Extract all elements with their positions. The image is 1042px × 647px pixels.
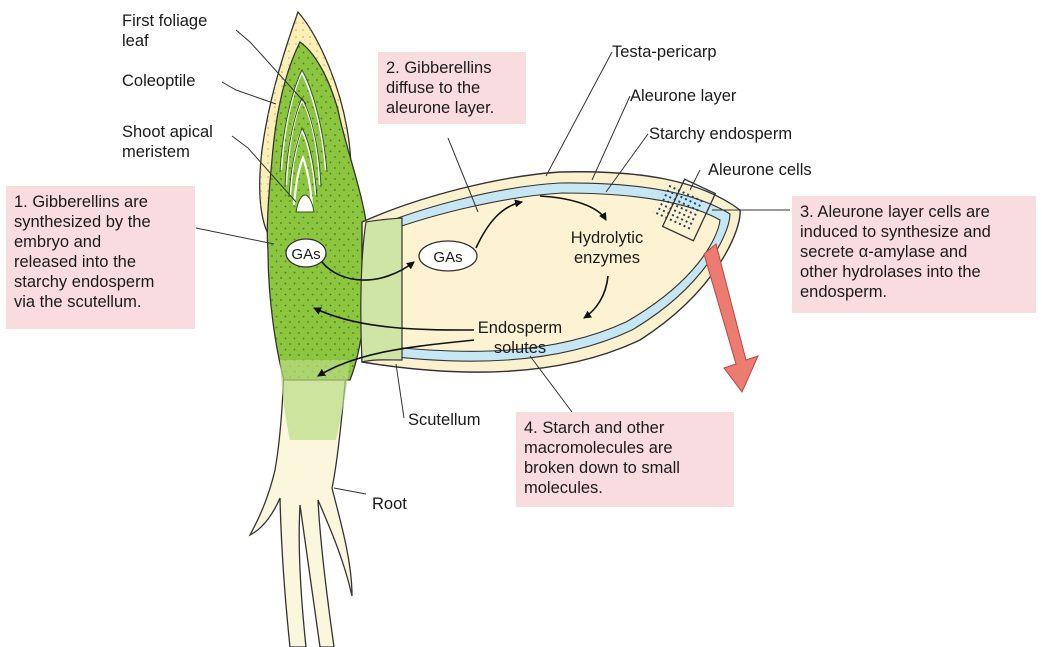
label-shoot-apical-meristem: Shoot apical meristem bbox=[122, 122, 213, 162]
gas-left-text: GAs bbox=[291, 246, 320, 263]
callout-step-3: 3. Aleurone layer cells are induced to s… bbox=[792, 196, 1036, 313]
label-hydrolytic-enzymes: Hydrolytic enzymes bbox=[552, 228, 662, 268]
label-aleurone-layer: Aleurone layer bbox=[630, 86, 736, 106]
gas-left-oval: GAs bbox=[286, 239, 326, 267]
callout-step-4: 4. Starch and other macromolecules are b… bbox=[516, 412, 734, 507]
label-first-foliage-leaf: First foliage leaf bbox=[122, 11, 207, 51]
scutellum bbox=[361, 218, 402, 362]
callout-step-1: 1. Gibberellins are synthesized by the e… bbox=[6, 186, 195, 329]
label-starchy-endosperm: Starchy endosperm bbox=[649, 124, 792, 144]
label-root: Root bbox=[372, 494, 407, 514]
label-endosperm-solutes: Endosperm solutes bbox=[470, 318, 570, 358]
label-scutellum: Scutellum bbox=[408, 410, 480, 430]
gas-right-oval: GAs bbox=[419, 241, 477, 271]
gas-right-text: GAs bbox=[433, 249, 462, 266]
callout-step-2: 2. Gibberellins diffuse to the aleurone … bbox=[378, 52, 526, 124]
label-testa-pericarp: Testa-pericarp bbox=[612, 42, 717, 62]
secretion-arrow bbox=[704, 244, 758, 392]
label-coleoptile: Coleoptile bbox=[122, 71, 195, 91]
label-aleurone-cells: Aleurone cells bbox=[708, 160, 812, 180]
